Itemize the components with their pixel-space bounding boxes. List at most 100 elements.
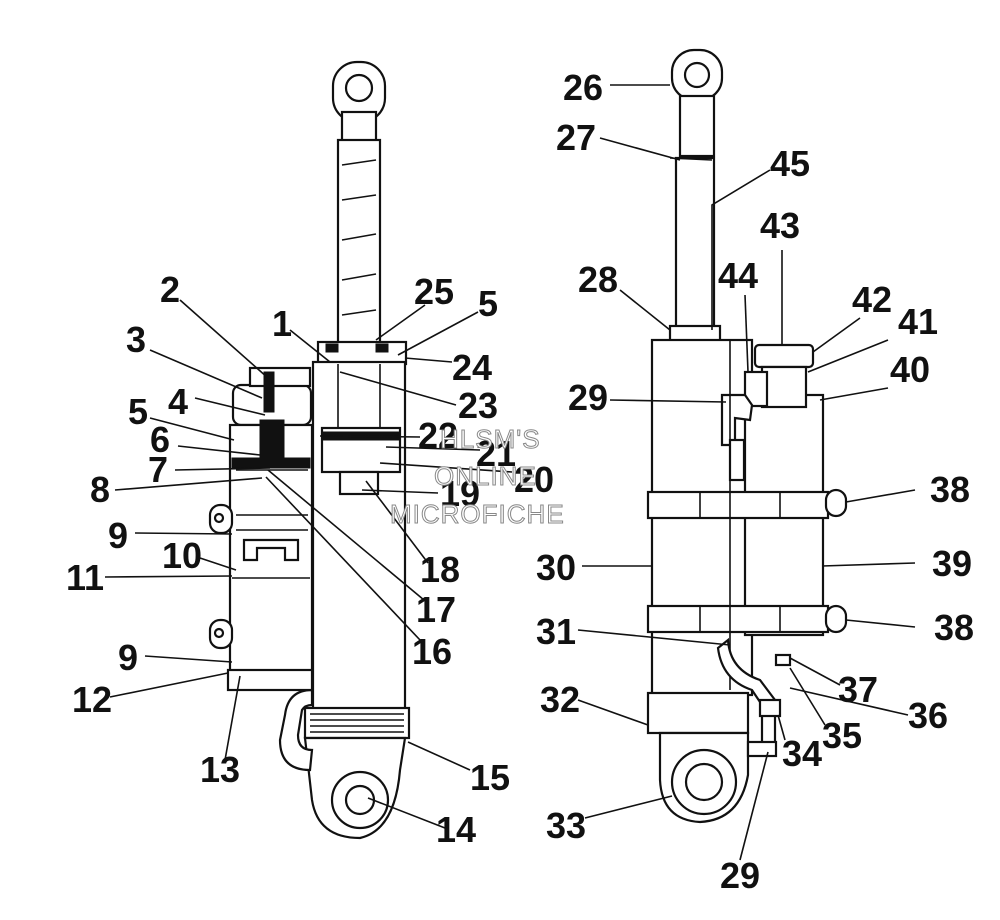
lower-eyelet-hole (344, 784, 376, 816)
leader-line (407, 741, 471, 771)
leader-line (109, 672, 229, 698)
label-28: 28 (578, 259, 618, 300)
right-ear-bottom (824, 604, 848, 634)
leader-line (711, 169, 771, 330)
right-rod-end (678, 94, 716, 158)
leader-line (179, 299, 269, 379)
mount-ear-bottom-hole (213, 627, 225, 639)
watermark-line-3: MICROFICHE (390, 499, 565, 529)
leader-line (739, 751, 769, 861)
label-27: 27 (556, 117, 596, 158)
leader-line (819, 387, 889, 401)
label-8: 8 (90, 469, 110, 510)
leader-lines (104, 84, 916, 861)
label-30: 30 (536, 547, 576, 588)
leader-line (577, 629, 731, 646)
label-31: 31 (536, 611, 576, 652)
floating-piston (242, 538, 300, 562)
label-45: 45 (770, 143, 810, 184)
leader-line (379, 462, 513, 473)
lower-clamp (646, 604, 830, 634)
label-29-top: 29 (568, 377, 608, 418)
label-32: 32 (540, 679, 580, 720)
leader-line (577, 699, 649, 726)
reservoir-seal (231, 457, 311, 469)
main-body (311, 360, 407, 712)
leader-line (744, 294, 749, 373)
leader-line (134, 532, 233, 535)
label-20: 20 (514, 459, 554, 500)
seal-left (325, 343, 339, 353)
label-7: 7 (148, 449, 168, 490)
label-10: 10 (162, 535, 202, 576)
leader-line (114, 477, 263, 491)
leader-line (365, 480, 429, 564)
label-1: 1 (272, 303, 292, 344)
right-reservoir-neck (760, 365, 808, 409)
watermark-line-2: ONLINE (434, 461, 537, 491)
right-lower-eyelet-hole (684, 762, 724, 802)
leader-line (584, 795, 673, 819)
label-24: 24 (452, 347, 492, 388)
label-22: 22 (418, 415, 458, 456)
leader-line (194, 397, 266, 416)
top-eyelet-hole (344, 73, 374, 103)
label-37: 37 (838, 669, 878, 710)
leader-line (339, 371, 457, 406)
leader-line (789, 687, 909, 716)
reservoir-bottom (226, 668, 314, 692)
label-5-right: 5 (478, 283, 498, 324)
right-shock-exterior (646, 48, 848, 824)
right-reservoir-cap (753, 343, 815, 369)
leader-line (375, 304, 426, 341)
leader-line (144, 655, 233, 663)
label-12: 12 (72, 679, 112, 720)
label-39: 39 (932, 543, 972, 584)
right-top-eyelet-hole (683, 61, 711, 89)
label-26: 26 (563, 67, 603, 108)
label-40: 40 (890, 349, 930, 390)
connector-hose (278, 688, 314, 772)
label-11: 11 (66, 557, 104, 598)
label-14: 14 (436, 809, 476, 850)
leader-line (149, 417, 235, 441)
label-23: 23 (458, 385, 498, 426)
label-38-lower: 38 (934, 607, 974, 648)
leader-line (199, 557, 237, 571)
leader-line (267, 469, 425, 601)
leader-line (174, 467, 271, 471)
leader-line (845, 489, 916, 503)
label-15: 15 (470, 757, 510, 798)
label-34: 34 (782, 733, 822, 774)
rod-hatching (341, 159, 377, 316)
adjuster-stem (263, 371, 275, 413)
label-9-upper: 9 (108, 515, 128, 556)
leader-line (669, 157, 713, 161)
label-18: 18 (420, 549, 460, 590)
label-4: 4 (168, 381, 188, 422)
label-25: 25 (414, 271, 454, 312)
right-ear-top (824, 488, 848, 518)
reservoir-lines (236, 469, 308, 531)
leader-line (177, 445, 261, 456)
hose-nut (758, 698, 782, 718)
label-42: 42 (852, 279, 892, 320)
label-35: 35 (822, 715, 862, 756)
label-38-upper: 38 (930, 469, 970, 510)
watermark-line-1: HLSM'S (440, 424, 541, 454)
watermark: HLSM'S ONLINE MICROFICHE (390, 424, 565, 530)
leader-line (777, 714, 786, 741)
leader-line (361, 489, 439, 494)
leader-line (789, 667, 826, 726)
label-3: 3 (126, 319, 146, 360)
label-5-left: 5 (128, 391, 148, 432)
label-43: 43 (760, 205, 800, 246)
cap-threads (310, 713, 404, 733)
leader-line (619, 289, 671, 331)
bottom-cap (303, 706, 411, 740)
adjuster-body (259, 419, 285, 459)
leader-line (367, 797, 446, 829)
lower-collar (646, 691, 750, 735)
rod-end (340, 110, 378, 144)
